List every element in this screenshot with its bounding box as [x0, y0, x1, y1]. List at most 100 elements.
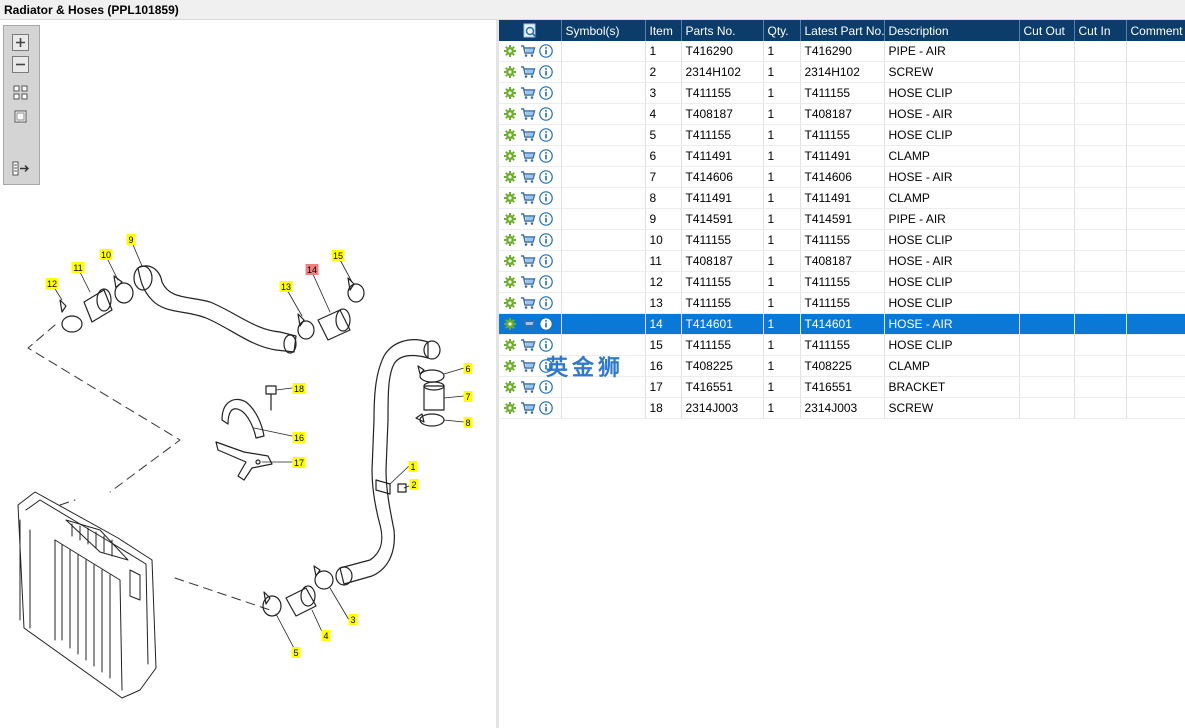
callout-15[interactable]: 15 [331, 250, 345, 261]
gear-icon[interactable] [503, 254, 517, 268]
callout-17[interactable]: 17 [292, 457, 306, 468]
cart-icon[interactable] [520, 170, 536, 184]
gear-icon[interactable] [503, 86, 517, 100]
zoom-in-button[interactable] [12, 34, 29, 51]
info-icon[interactable] [539, 380, 553, 394]
col-header-parts-no[interactable]: Parts No. [681, 20, 764, 41]
callout-18[interactable]: 18 [292, 383, 306, 394]
callout-11[interactable]: 11 [71, 262, 85, 273]
info-icon[interactable] [539, 107, 553, 121]
info-icon[interactable] [539, 275, 553, 289]
gear-icon[interactable] [503, 44, 517, 58]
col-header-symbols[interactable]: Symbol(s) [561, 20, 646, 41]
gear-icon[interactable] [503, 128, 517, 142]
callout-13[interactable]: 13 [279, 281, 293, 292]
col-header-cut-out[interactable]: Cut Out [1019, 20, 1075, 41]
header-tools-cell[interactable] [499, 20, 562, 41]
col-header-cut-in[interactable]: Cut In [1074, 20, 1127, 41]
actual-size-button[interactable] [12, 108, 29, 125]
cart-icon[interactable] [520, 338, 536, 352]
cart-icon[interactable] [520, 149, 536, 163]
gear-icon[interactable] [503, 233, 517, 247]
cart-icon[interactable] [520, 380, 536, 394]
col-header-qty[interactable]: Qty. [763, 20, 801, 41]
exploded-diagram[interactable] [0, 20, 496, 728]
callout-8[interactable]: 8 [463, 417, 473, 428]
callout-9[interactable]: 9 [126, 234, 136, 245]
gear-icon[interactable] [503, 212, 517, 226]
info-icon[interactable] [539, 296, 553, 310]
info-icon[interactable] [539, 233, 553, 247]
cart-icon[interactable] [520, 233, 536, 247]
callout-12[interactable]: 12 [45, 278, 59, 289]
cart-icon[interactable] [520, 191, 536, 205]
cart-icon[interactable] [520, 212, 536, 226]
callout-2[interactable]: 2 [409, 479, 419, 490]
col-header-latest-part-no[interactable]: Latest Part No. [800, 20, 885, 41]
gear-icon[interactable] [503, 149, 517, 163]
info-icon[interactable] [539, 128, 553, 142]
gear-icon[interactable] [503, 317, 517, 331]
info-icon[interactable] [539, 338, 553, 352]
cart-icon[interactable] [520, 86, 536, 100]
cart-icon[interactable] [520, 275, 536, 289]
cart-icon[interactable] [520, 359, 536, 373]
callout-10[interactable]: 10 [99, 249, 113, 260]
info-icon[interactable] [539, 191, 553, 205]
callout-5[interactable]: 5 [291, 647, 301, 658]
col-header-description[interactable]: Description [884, 20, 1020, 41]
cart-icon[interactable] [520, 254, 536, 268]
gear-icon[interactable] [503, 338, 517, 352]
gear-icon[interactable] [503, 296, 517, 310]
callout-7[interactable]: 7 [463, 391, 473, 402]
cart-icon[interactable] [520, 317, 536, 331]
gear-icon[interactable] [503, 275, 517, 289]
cart-icon[interactable] [520, 401, 536, 415]
gear-icon[interactable] [503, 107, 517, 121]
zoom-out-button[interactable] [12, 56, 29, 73]
pane-splitter[interactable] [496, 20, 499, 728]
info-icon[interactable] [539, 359, 553, 373]
callout-3[interactable]: 3 [348, 614, 358, 625]
info-icon[interactable] [539, 65, 553, 79]
fit-grid-button[interactable] [12, 84, 29, 101]
callout-16[interactable]: 16 [292, 432, 306, 443]
callout-1[interactable]: 1 [408, 461, 418, 472]
info-icon[interactable] [539, 212, 553, 226]
export-list-button[interactable] [11, 160, 31, 177]
cart-icon[interactable] [520, 65, 536, 79]
info-icon[interactable] [539, 254, 553, 268]
cart-icon[interactable] [520, 107, 536, 121]
info-icon[interactable] [539, 149, 553, 163]
col-header-comment[interactable]: Comment [1126, 20, 1185, 41]
gear-icon[interactable] [503, 401, 517, 415]
gear-icon[interactable] [503, 359, 517, 373]
gear-icon[interactable] [503, 170, 517, 184]
callout-14[interactable]: 14 [305, 264, 319, 275]
gear-icon[interactable] [503, 380, 517, 394]
cart-icon[interactable] [520, 128, 536, 142]
info-icon[interactable] [539, 401, 553, 415]
gear-icon[interactable] [503, 65, 517, 79]
info-icon[interactable] [539, 170, 553, 184]
col-header-item[interactable]: Item [645, 20, 682, 41]
gear-icon[interactable] [503, 191, 517, 205]
